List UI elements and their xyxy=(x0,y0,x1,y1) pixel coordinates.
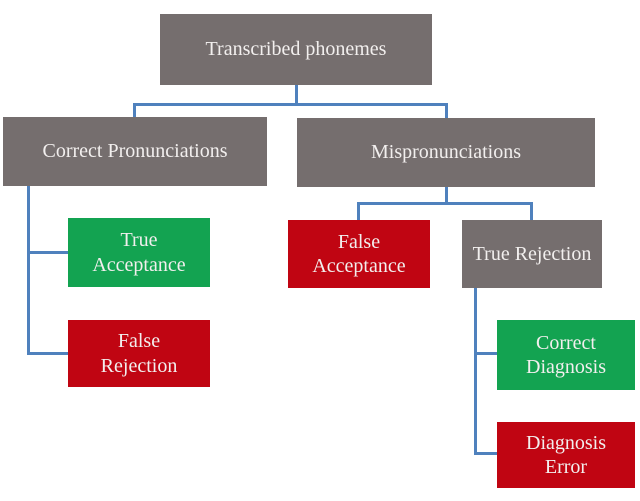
connector-tr-stub-diagnosis-error xyxy=(474,452,500,455)
node-false-rejection: False Rejection xyxy=(68,320,210,387)
connector-mp-stub-false-acceptance xyxy=(357,202,360,220)
connector-root-stub-right xyxy=(445,103,448,118)
node-correct-diagnosis: Correct Diagnosis xyxy=(497,320,635,390)
connector-cp-stub-false-rejection xyxy=(27,352,69,355)
connector-cp-stub-true-acceptance xyxy=(27,251,69,254)
connector-root-rail xyxy=(133,103,448,106)
connector-mp-drop xyxy=(445,187,448,205)
node-false-acceptance: False Acceptance xyxy=(288,220,430,288)
connector-root-stub-left xyxy=(133,103,136,118)
connector-cp-spine xyxy=(27,186,30,355)
connector-root-drop xyxy=(295,85,298,106)
node-transcribed-phonemes: Transcribed phonemes xyxy=(160,14,432,85)
node-mispronunciations: Mispronunciations xyxy=(297,118,595,187)
connector-mp-rail xyxy=(357,202,533,205)
node-diagnosis-error: Diagnosis Error xyxy=(497,422,635,488)
node-true-acceptance: True Acceptance xyxy=(68,218,210,287)
connector-mp-stub-true-rejection xyxy=(530,202,533,220)
connector-tr-spine xyxy=(474,288,477,455)
node-true-rejection: True Rejection xyxy=(462,220,602,288)
connector-tr-stub-correct-diagnosis xyxy=(474,352,500,355)
node-correct-pronunciations: Correct Pronunciations xyxy=(3,117,267,186)
